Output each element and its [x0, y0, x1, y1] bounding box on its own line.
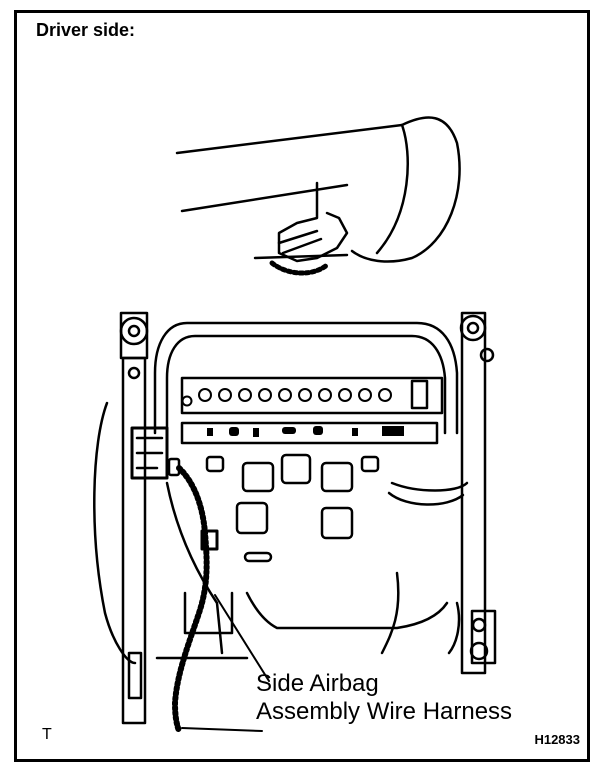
corner-mark: T: [42, 726, 52, 743]
callout-leader: [214, 594, 270, 682]
diagram-title: Driver side:: [36, 20, 136, 40]
seat-frame-loop: [153, 321, 459, 435]
cushion-connector: [277, 181, 349, 263]
figure-code: H12833: [534, 732, 580, 747]
wire-harness: [172, 465, 210, 734]
harness-connector: [130, 426, 169, 480]
seat-frame-illustration: [93, 116, 497, 734]
callout-label-line2: Assembly Wire Harness: [256, 698, 513, 725]
callout-label-line1: Side Airbag: [256, 670, 379, 697]
right-seat-rail: [460, 311, 487, 675]
seat-cushion-outline: [175, 123, 404, 155]
front-crossbar: [180, 376, 444, 415]
diagram-frame: [14, 10, 590, 762]
